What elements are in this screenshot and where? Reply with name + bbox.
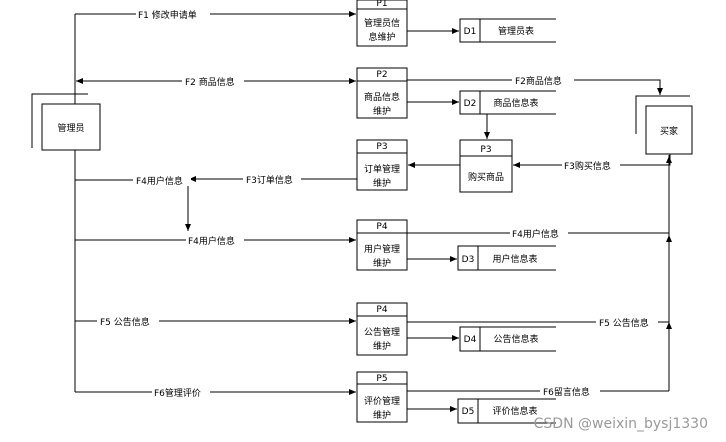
process-p3-order-label2: 维护 (373, 177, 391, 189)
process-p4-user-id: P4 (376, 222, 387, 232)
store-d5-id: D5 (462, 407, 475, 417)
data-store-d4[interactable] (459, 326, 556, 352)
data-store-d2[interactable] (459, 90, 556, 115)
process-p5-label2: 维护 (373, 409, 391, 421)
flow-labels: F1 修改申请单 F2 商品信息 F2商品信息 F3购买信息 F3订单信息 F4… (97, 8, 658, 399)
process-p2-id: P2 (376, 70, 387, 80)
process-p4-notice-id: P4 (376, 305, 387, 315)
process-p1[interactable] (356, 0, 408, 47)
process-p3-buy[interactable] (459, 139, 513, 193)
process-p3-buy-id: P3 (480, 145, 491, 155)
flow-label-f5-left: F5 公告信息 (100, 316, 150, 328)
flow-label-f2-left: F2 商品信息 (185, 76, 235, 88)
store-d4-id: D4 (464, 335, 477, 345)
store-d2-name: 商品信息表 (493, 97, 538, 109)
flow-label-f6-right: F6留言信息 (543, 386, 590, 398)
store-d3-id: D3 (462, 255, 475, 265)
flow-label-f4-right: F4用户信息 (512, 228, 559, 240)
process-p1-label1: 管理员信 (364, 17, 400, 29)
process-p2-label2: 维护 (373, 105, 391, 117)
flow-label-f1: F1 修改申请单 (138, 9, 197, 21)
store-d2-id: D2 (464, 99, 477, 109)
data-store-d5[interactable] (457, 398, 556, 424)
store-d3-name: 用户信息表 (492, 253, 537, 265)
flow-label-f2-right: F2商品信息 (515, 75, 562, 87)
watermark: CSDN @weixin_bysj1330 (534, 416, 708, 432)
data-store-d3[interactable] (457, 245, 556, 271)
process-p3-order-label1: 订单管理 (364, 163, 400, 175)
store-d1-name: 管理员表 (498, 25, 534, 37)
flow-f2-right (407, 79, 663, 95)
process-p4-notice-label1: 公告管理 (364, 326, 400, 338)
process-p3-order-id: P3 (376, 142, 387, 152)
store-d5-name: 评价信息表 (492, 405, 537, 417)
process-p4-user-label1: 用户管理 (364, 243, 400, 255)
process-p4-notice-label2: 维护 (373, 340, 391, 352)
process-p2-label1: 商品信息 (364, 91, 400, 103)
process-p1-id: P1 (376, 0, 387, 9)
entity-label-admin: 管理员 (57, 122, 84, 134)
process-p4-notice[interactable] (356, 302, 408, 356)
external-entity-admin[interactable] (31, 93, 101, 151)
process-p3-buy-label1: 购买商品 (468, 171, 504, 183)
process-p5-id: P5 (376, 374, 387, 384)
entity-label-buyer: 买家 (660, 125, 678, 137)
flow-label-f3-buy: F3购买信息 (564, 160, 611, 172)
process-p4-user[interactable] (356, 219, 408, 271)
process-p3-order[interactable] (356, 139, 408, 191)
flow-label-f6-left: F6管理评价 (154, 387, 201, 399)
process-p4-user-label2: 维护 (373, 257, 391, 269)
process-p1-label2: 息维护 (368, 31, 395, 43)
flow-label-f3-order: F3订单信息 (246, 174, 293, 186)
store-d4-name: 公告信息表 (493, 333, 538, 345)
data-store-d1[interactable] (459, 18, 556, 43)
process-p5-label1: 评价管理 (364, 395, 400, 407)
flow-label-f4-down: F4用户信息 (188, 235, 235, 247)
external-entity-buyer[interactable] (635, 95, 693, 155)
store-d1-id: D1 (464, 27, 477, 37)
flow-label-f5-right: F5 公告信息 (599, 317, 649, 329)
flow-label-f4-left: F4用户信息 (136, 175, 183, 187)
process-p2[interactable] (356, 67, 408, 119)
process-p5[interactable] (356, 371, 408, 423)
